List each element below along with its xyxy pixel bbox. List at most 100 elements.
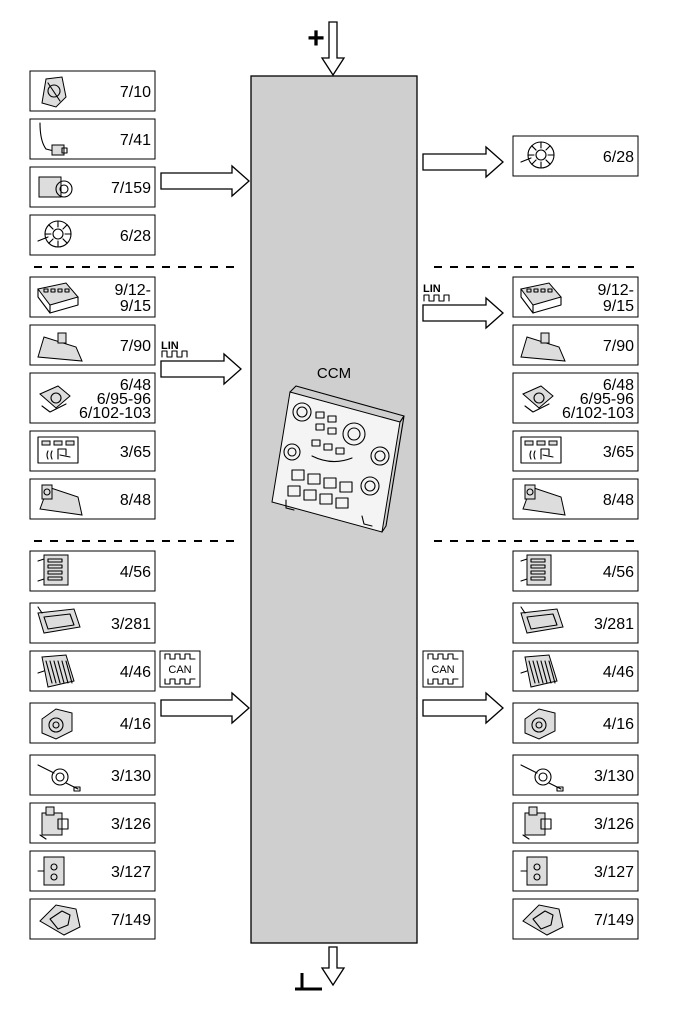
right-component-8-48[interactable]: 8/48 xyxy=(512,478,639,520)
steering-stalk-icon xyxy=(37,764,81,792)
left-component-4-16[interactable]: 4/16 xyxy=(29,702,156,744)
left-component-7-10[interactable]: 7/10 xyxy=(29,70,156,112)
blower-fan-icon xyxy=(37,220,72,248)
rain-sensor-icon xyxy=(520,332,566,362)
circuit-board-icon xyxy=(520,654,558,688)
right-component-3-130[interactable]: 3/130 xyxy=(512,754,639,796)
left-component-6-48[interactable]: 6/486/95-966/102-103 xyxy=(29,372,156,424)
ground-symbol-icon xyxy=(295,973,322,991)
left-component-4-56[interactable]: 4/56 xyxy=(29,550,156,592)
left-component-9-12[interactable]: 9/12-9/15 xyxy=(29,276,156,318)
component-ref-label: 3/65 xyxy=(120,444,151,461)
left-component-3-130[interactable]: 3/130 xyxy=(29,754,156,796)
seat-heater-panel-icon xyxy=(37,436,79,464)
left-can-signal: CAN xyxy=(159,650,201,688)
left-direct-arrow xyxy=(160,164,250,198)
display-unit-icon xyxy=(520,606,564,634)
power-symbol: + xyxy=(307,22,325,55)
component-ref-label: 3/127 xyxy=(111,864,151,881)
switch-module-icon xyxy=(522,806,552,840)
right-component-7-149[interactable]: 7/149 xyxy=(512,898,639,940)
component-ref-label: 9/12- xyxy=(598,282,634,299)
relay-module-icon xyxy=(37,856,65,886)
ground-arrow xyxy=(320,946,346,987)
steering-stalk-icon xyxy=(520,764,564,792)
left-component-7-41[interactable]: 7/41 xyxy=(29,118,156,160)
component-ref-label: 7/90 xyxy=(603,338,634,355)
component-boxes: 7/107/417/1596/289/12-9/157/906/486/95-9… xyxy=(29,70,639,940)
left-component-3-281[interactable]: 3/281 xyxy=(29,602,156,644)
left-component-8-48[interactable]: 8/48 xyxy=(29,478,156,520)
cover-housing-icon xyxy=(39,904,81,936)
right-direct-arrow xyxy=(422,145,504,179)
can-signal-label: CAN xyxy=(431,664,454,676)
component-ref-label: 9/12- xyxy=(115,282,151,299)
right-component-6-28[interactable]: 6/28 xyxy=(512,135,639,177)
component-ref-label: 6/95-96 xyxy=(97,391,151,408)
display-unit-icon xyxy=(37,606,81,634)
climate-control-panel-icon xyxy=(271,385,405,533)
component-ref-label: 8/48 xyxy=(120,492,151,509)
component-ref-label: 4/46 xyxy=(603,664,634,681)
power-arrow xyxy=(320,21,346,77)
right-can-arrow xyxy=(422,691,504,725)
component-ref-label: 8/48 xyxy=(603,492,634,509)
cover-housing-icon xyxy=(522,904,564,936)
component-ref-label: 4/16 xyxy=(603,716,634,733)
component-ref-label: 6/28 xyxy=(603,149,634,166)
component-ref-label: 3/126 xyxy=(111,816,151,833)
component-ref-label: 6/48 xyxy=(120,377,151,394)
can-signal-label: CAN xyxy=(168,664,191,676)
component-ref-label: 3/281 xyxy=(111,616,151,633)
component-ref-label: 3/65 xyxy=(603,444,634,461)
left-component-6-28[interactable]: 6/28 xyxy=(29,214,156,256)
lin-signal-label: LIN xyxy=(423,283,441,295)
component-ref-label: 7/149 xyxy=(111,912,151,929)
left-component-3-65[interactable]: 3/65 xyxy=(29,430,156,472)
component-ref-label: 6/95-96 xyxy=(580,391,634,408)
component-ref-label: 6/48 xyxy=(603,377,634,394)
right-component-4-46[interactable]: 4/46 xyxy=(512,650,639,692)
right-component-4-16[interactable]: 4/16 xyxy=(512,702,639,744)
right-can-signal: CAN xyxy=(422,650,464,688)
left-can-arrow xyxy=(160,691,250,725)
component-ref-label: 6/102-103 xyxy=(79,405,151,422)
relay-module-icon xyxy=(520,856,548,886)
right-component-3-65[interactable]: 3/65 xyxy=(512,430,639,472)
right-lin-arrow xyxy=(422,296,504,330)
left-component-4-46[interactable]: 4/46 xyxy=(29,650,156,692)
left-component-3-126[interactable]: 3/126 xyxy=(29,802,156,844)
left-lin-arrow xyxy=(160,352,242,386)
left-component-7-149[interactable]: 7/149 xyxy=(29,898,156,940)
component-ref-label: 4/56 xyxy=(120,564,151,581)
right-component-3-126[interactable]: 3/126 xyxy=(512,802,639,844)
left-component-7-159[interactable]: 7/159 xyxy=(29,166,156,208)
control-module-icon xyxy=(520,282,562,314)
rain-sensor-icon xyxy=(37,332,83,362)
component-ref-label: 3/130 xyxy=(111,768,151,785)
ecu-bracket-icon xyxy=(520,554,552,586)
component-ref-label: 7/149 xyxy=(594,912,634,929)
right-component-6-48[interactable]: 6/486/95-966/102-103 xyxy=(512,372,639,424)
component-ref-label: 7/90 xyxy=(120,338,151,355)
mirror-sensor-icon xyxy=(39,484,83,516)
component-ref-label: 7/10 xyxy=(120,84,151,101)
right-component-9-12[interactable]: 9/12-9/15 xyxy=(512,276,639,318)
right-component-7-90[interactable]: 7/90 xyxy=(512,324,639,366)
switch-module-icon xyxy=(39,806,69,840)
right-component-4-56[interactable]: 4/56 xyxy=(512,550,639,592)
right-lin-signal: LIN xyxy=(423,283,450,302)
control-module-icon xyxy=(37,282,79,314)
component-ref-label: 9/15 xyxy=(120,298,151,315)
ignition-lock-icon xyxy=(41,708,73,740)
component-ref-label: 3/126 xyxy=(594,816,634,833)
component-ref-label: 4/56 xyxy=(603,564,634,581)
ignition-lock-icon xyxy=(524,708,556,740)
left-component-3-127[interactable]: 3/127 xyxy=(29,850,156,892)
component-ref-label: 9/15 xyxy=(603,298,634,315)
ecu-bracket-icon xyxy=(37,554,69,586)
right-component-3-127[interactable]: 3/127 xyxy=(512,850,639,892)
right-component-3-281[interactable]: 3/281 xyxy=(512,602,639,644)
left-component-7-90[interactable]: 7/90 xyxy=(29,324,156,366)
